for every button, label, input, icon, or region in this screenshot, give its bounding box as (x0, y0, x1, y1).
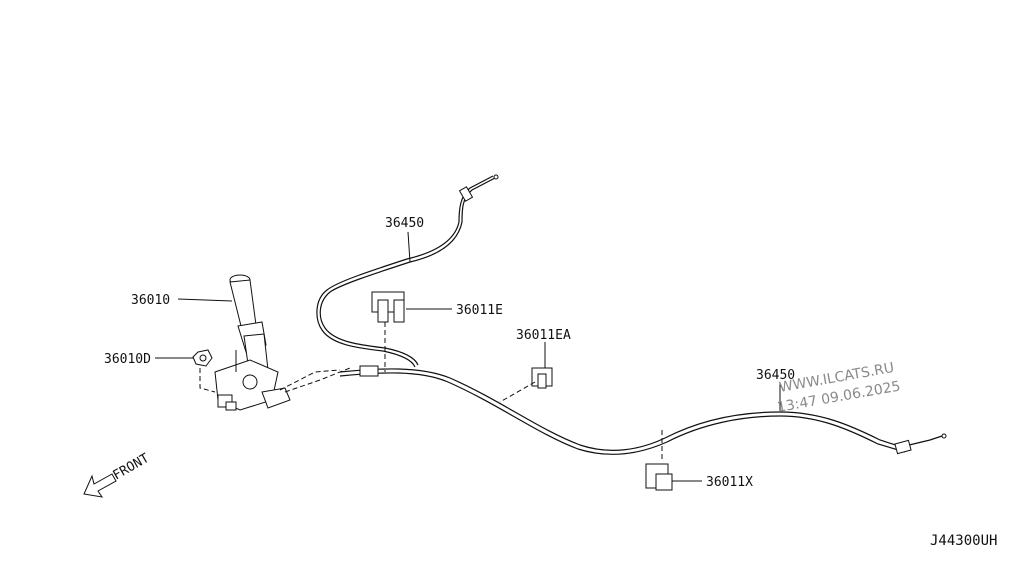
lever-assembly (214, 274, 351, 411)
arrow-front-icon (83, 473, 117, 498)
label-36011X: 36011X (706, 475, 753, 490)
leader-lines (155, 231, 781, 482)
front-label: FRONT (111, 451, 153, 484)
front-indicator: FRONT (83, 451, 153, 498)
nut-36010D (192, 349, 216, 393)
label-36011EA: 36011EA (516, 328, 571, 343)
label-36010: 36010 (131, 293, 170, 308)
clip-36011EA (499, 367, 553, 403)
label-36450-top: 36450 (385, 216, 424, 231)
rear-cable (339, 365, 947, 455)
bracket-36011X (645, 430, 673, 491)
label-36011E: 36011E (456, 303, 503, 318)
label-36450-right: 36450 (756, 368, 795, 383)
diagram-code: J44300UH (930, 533, 997, 549)
label-36010D: 36010D (104, 352, 151, 367)
front-cable (316, 174, 499, 368)
bracket-36011E (371, 291, 405, 372)
